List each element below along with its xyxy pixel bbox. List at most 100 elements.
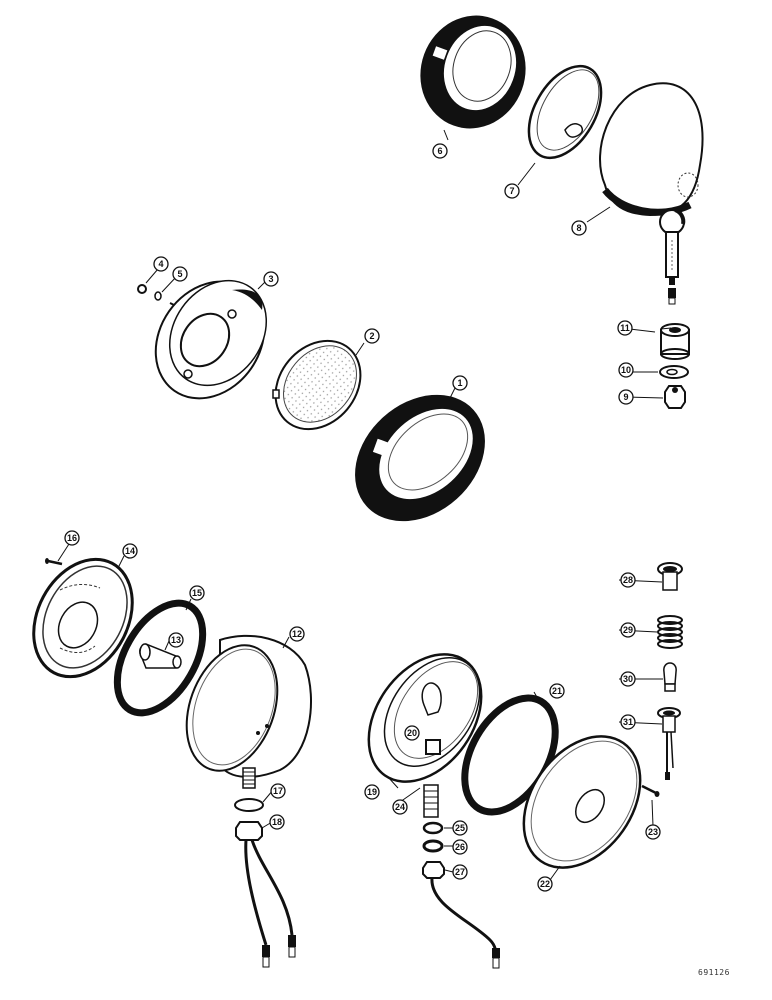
svg-text:18: 18	[272, 817, 282, 827]
callout-18: 18	[269, 814, 285, 830]
part-19-housing	[367, 653, 483, 783]
svg-text:19: 19	[367, 787, 377, 797]
part-16-screw	[45, 558, 63, 566]
callout-25: 25	[452, 820, 468, 836]
callout-19: 19	[364, 784, 380, 800]
svg-text:22: 22	[540, 879, 550, 889]
callout-27: 27	[452, 864, 468, 880]
drawing-reference-number: 691126	[698, 968, 730, 977]
callout-4: 4	[153, 256, 169, 272]
lower-right-lamp-assembly	[367, 562, 683, 969]
callout-29: 29	[620, 622, 636, 638]
svg-text:17: 17	[273, 786, 283, 796]
svg-text:7: 7	[509, 186, 514, 196]
part-10-washer	[659, 365, 689, 379]
svg-text:24: 24	[395, 802, 405, 812]
svg-text:10: 10	[621, 365, 631, 375]
leader-lines	[57, 129, 672, 881]
svg-text:20: 20	[407, 728, 417, 738]
svg-text:4: 4	[158, 259, 163, 269]
lower-left-lamp-assembly	[32, 557, 312, 968]
svg-text:31: 31	[623, 717, 633, 727]
callout-24: 24	[392, 799, 408, 815]
svg-text:13: 13	[171, 635, 181, 645]
part-18-nut	[235, 821, 263, 841]
svg-text:15: 15	[192, 588, 202, 598]
svg-text:2: 2	[369, 331, 374, 341]
callout-13: 13	[168, 632, 184, 648]
svg-text:28: 28	[623, 575, 633, 585]
callout-21: 21	[549, 683, 565, 699]
callout-3: 3	[263, 271, 279, 287]
callout-7: 7	[504, 183, 520, 199]
part-29-spring	[657, 615, 683, 649]
callout-10: 10	[618, 362, 634, 378]
part-15-gasket	[113, 599, 207, 717]
callout-6: 6	[432, 143, 448, 159]
svg-text:6: 6	[437, 146, 442, 156]
part-9-nut	[664, 385, 686, 409]
part-14-lens	[32, 557, 134, 679]
callout-9: 9	[618, 389, 634, 405]
part-20-bulb	[421, 682, 442, 716]
part-28-socket-sleeve	[657, 562, 683, 591]
part-3-housing	[154, 279, 268, 400]
part-27-nut	[422, 861, 445, 879]
callout-30: 30	[620, 671, 636, 687]
svg-text:16: 16	[67, 533, 77, 543]
part-8-lamp-body	[599, 82, 704, 305]
callout-5: 5	[172, 266, 188, 282]
callout-23: 23	[645, 824, 661, 840]
callout-14: 14	[122, 543, 138, 559]
middle-lamp-assembly	[137, 279, 485, 522]
part-22-lens	[522, 735, 642, 869]
callout-20: 20	[404, 725, 420, 741]
part-31-socket-with-leads	[657, 707, 681, 780]
callout-28: 28	[620, 572, 636, 588]
callout-12: 12	[289, 626, 305, 642]
callout-2: 2	[364, 328, 380, 344]
callout-11: 11	[617, 320, 633, 336]
part-26-lock-washer	[422, 839, 444, 853]
part-4-nut	[137, 284, 147, 294]
svg-text:5: 5	[177, 269, 182, 279]
part-7-sealed-beam	[527, 64, 603, 160]
callout-15: 15	[189, 585, 205, 601]
callout-8: 8	[571, 220, 587, 236]
part-1-bezel-ring	[355, 394, 485, 522]
part-12-housing	[185, 634, 312, 778]
part-5-washer	[154, 291, 162, 301]
svg-text:1: 1	[457, 378, 462, 388]
right-lead-wire	[430, 877, 498, 959]
callout-17: 17	[270, 783, 286, 799]
part-30-bulb	[663, 662, 677, 692]
callout-16: 16	[64, 530, 80, 546]
svg-text:21: 21	[552, 686, 562, 696]
callout-22: 22	[537, 876, 553, 892]
part-17-washer	[234, 798, 264, 812]
svg-text:23: 23	[648, 827, 658, 837]
svg-text:9: 9	[623, 392, 628, 402]
part-25-washer	[422, 821, 444, 835]
svg-text:3: 3	[268, 274, 273, 284]
part-13-bulb	[139, 643, 182, 669]
top-lamp-assembly	[420, 15, 704, 409]
svg-text:25: 25	[455, 823, 465, 833]
callout-26: 26	[452, 839, 468, 855]
callout-31: 31	[620, 714, 636, 730]
callout-1: 1	[452, 375, 468, 391]
part-6-bezel-ring	[420, 15, 526, 129]
svg-text:29: 29	[623, 625, 633, 635]
part-23-screw	[641, 784, 660, 797]
svg-text:26: 26	[455, 842, 465, 852]
svg-text:30: 30	[623, 674, 633, 684]
svg-text:12: 12	[292, 629, 302, 639]
svg-text:11: 11	[620, 323, 630, 333]
part-24-threaded-stud	[423, 784, 439, 818]
svg-text:14: 14	[125, 546, 135, 556]
svg-text:27: 27	[455, 867, 465, 877]
part-2-lens	[272, 339, 362, 431]
part-11-spacer	[660, 323, 690, 360]
callouts: 1 2 3 4 5 6 7 8 9 10 11 12 13 14 15 16 1…	[64, 143, 661, 892]
